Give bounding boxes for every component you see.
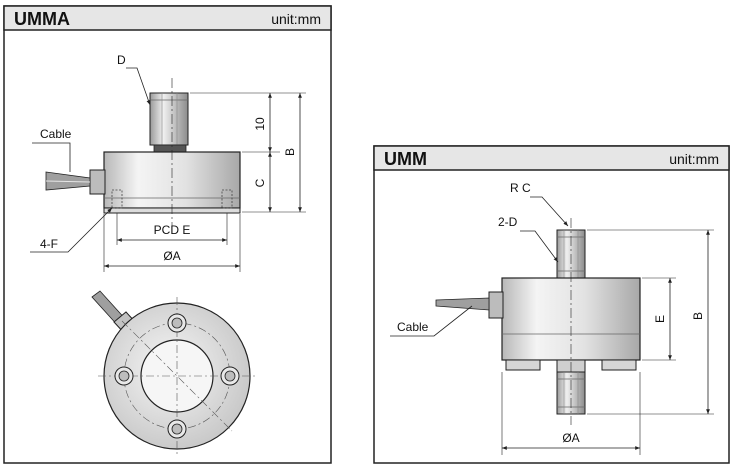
umm-dim-e: E <box>653 315 667 323</box>
umm-leader-rc <box>530 196 569 227</box>
umma-label-4f: 4-F <box>40 237 58 251</box>
umm-leader-2d <box>520 230 559 263</box>
umm-label-dia-a: ØA <box>562 431 579 445</box>
umm-unit: unit:mm <box>669 151 719 167</box>
umma-label-dia-a: ØA <box>163 249 180 263</box>
umma-header-bar <box>3 5 332 31</box>
umma-unit: unit:mm <box>271 11 321 27</box>
umma-top-view <box>91 290 256 455</box>
umma-leader-4f <box>30 207 113 253</box>
umma-leader-d <box>126 67 151 106</box>
umma-mounting-holes <box>114 313 240 439</box>
umm-leader-cable <box>390 305 473 337</box>
umma-dim-b: B <box>283 148 297 156</box>
umma-label-cable: Cable <box>40 127 72 141</box>
umm-body <box>488 277 641 361</box>
umm-label-cable: Cable <box>397 320 429 334</box>
umm-panel: UMM unit:mm <box>373 145 730 464</box>
umma-cable <box>45 171 91 191</box>
umma-leader-cable <box>32 142 71 172</box>
umma-dim-a <box>103 214 241 272</box>
umma-dim-pcd <box>116 213 228 245</box>
umma-dim-vertical <box>190 92 306 213</box>
umma-label-d: D <box>117 53 126 67</box>
umma-body-side <box>89 151 241 214</box>
umma-dim-10: 10 <box>253 117 267 131</box>
umm-label-rc: R C <box>510 181 531 195</box>
umm-dim-b: B <box>691 312 705 320</box>
umma-label-pcd: PCD E <box>154 223 191 237</box>
umm-label-2d: 2-D <box>498 215 518 229</box>
umm-dim-vertical <box>587 229 714 415</box>
umm-dim-a <box>501 372 641 455</box>
umm-title: UMM <box>384 149 427 169</box>
umm-feet <box>505 359 637 371</box>
umm-cable <box>435 297 490 311</box>
umma-panel: UMMA unit:mm D <box>3 5 332 464</box>
umma-dim-c: C <box>253 178 267 187</box>
umma-title: UMMA <box>14 9 70 29</box>
umm-header-bar <box>373 145 730 171</box>
umma-top-bolt <box>149 92 189 153</box>
